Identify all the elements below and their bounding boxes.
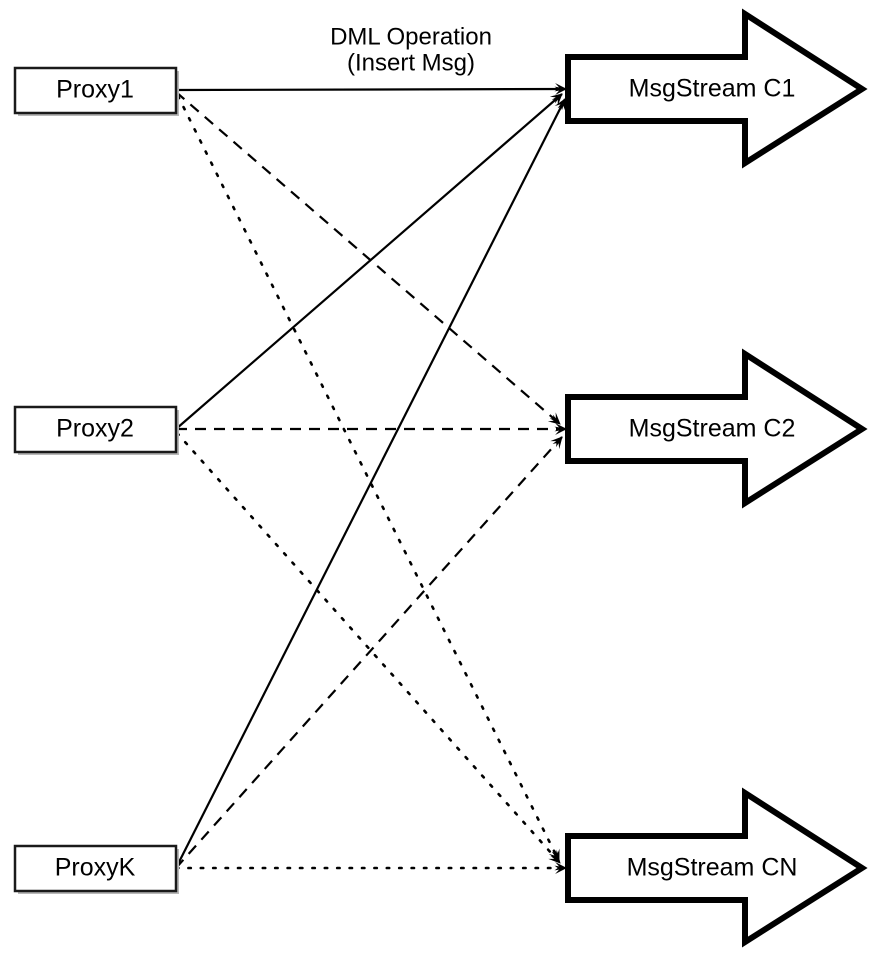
edge-p1-c2: [175, 91, 561, 425]
edge-label-group: DML Operation (Insert Msg): [330, 23, 492, 76]
proxy-node-proxy2[interactable]: Proxy2: [13, 405, 179, 455]
proxy-box-rect: [13, 405, 178, 454]
msgstream-label: MsgStream C1: [629, 75, 796, 103]
msgstream-label: MsgStream CN: [627, 854, 798, 882]
edge-label-line1: DML Operation: [330, 23, 492, 50]
msgstream-node-stream_c2[interactable]: MsgStream C2: [565, 348, 868, 509]
msgstream-node-stream_cn[interactable]: MsgStream CN: [565, 787, 868, 948]
edge-pk-c1: [175, 98, 566, 869]
edge-p2-c1: [175, 93, 563, 430]
proxy-label: ProxyK: [55, 854, 136, 882]
proxy-box-rect: [13, 66, 178, 115]
edges-layer: [174, 83, 568, 874]
msgstream-label: MsgStream C2: [629, 415, 796, 443]
proxy-node-proxyk[interactable]: ProxyK: [13, 844, 179, 894]
proxy-node-proxy1[interactable]: Proxy1: [13, 66, 179, 116]
msgstream-node-stream_c1[interactable]: MsgStream C1: [565, 8, 868, 169]
edge-pk-c2: [175, 436, 563, 869]
edge-p1-c1: [175, 83, 567, 96]
block-arrow-shape: [565, 787, 868, 948]
block-arrow-shape: [565, 8, 868, 169]
block-arrow-shape: [565, 348, 868, 509]
proxy-label: Proxy2: [56, 415, 134, 443]
proxy-box-rect: [13, 844, 178, 893]
edge-p2-cn: [175, 431, 562, 865]
streams-layer: MsgStream C1 MsgStream C2 MsgStream CN: [565, 8, 868, 948]
edge-p1-cn: [176, 94, 561, 863]
proxy-label: Proxy1: [56, 76, 134, 104]
edge-label-line2: (Insert Msg): [347, 49, 475, 76]
